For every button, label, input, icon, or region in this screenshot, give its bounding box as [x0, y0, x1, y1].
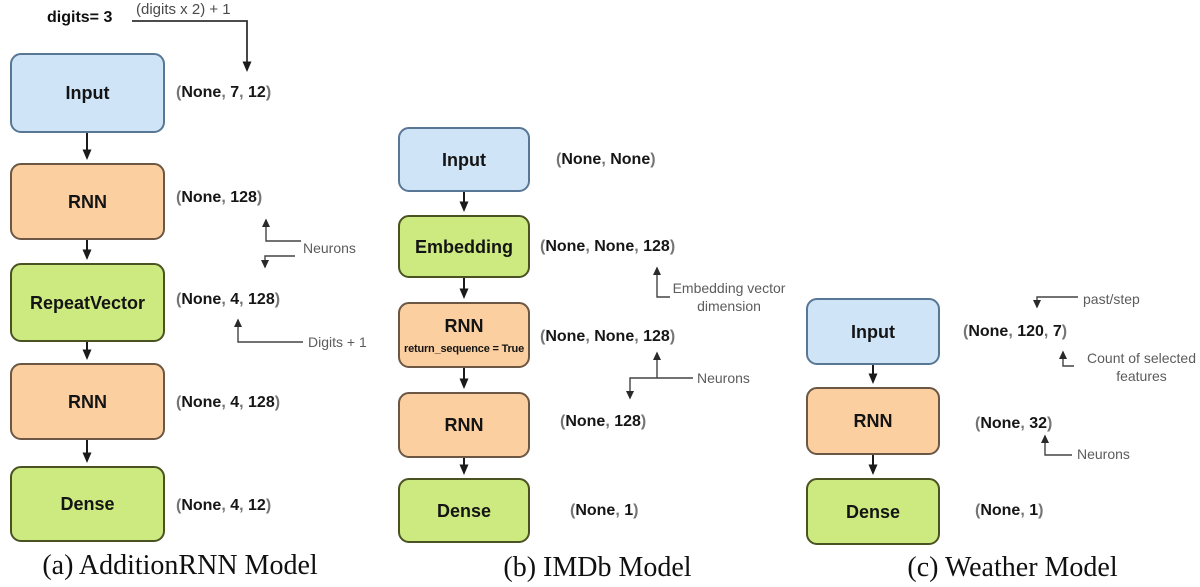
- layer-label: Dense: [60, 494, 115, 514]
- arrow-b-embedding-dim: [653, 266, 670, 298]
- layer-box-a-dense: Dense: [10, 466, 165, 542]
- layer-box-c-input: Input: [806, 298, 940, 365]
- layer-label: RNN: [444, 415, 484, 435]
- layer-label: RNN: [68, 391, 107, 412]
- layer-box-a-rnn1: RNN: [10, 163, 165, 240]
- layer-label: Input: [65, 83, 110, 103]
- shape-c-dense: (None, 1): [975, 502, 1044, 519]
- layer-label: Input: [442, 149, 486, 170]
- layer-label: RNN: [68, 191, 107, 212]
- digits-equals-label: digits= 3: [47, 9, 113, 26]
- shape-a-dense: (None, 4, 12): [176, 497, 272, 514]
- annotation-c-count-features: Count of selected features: [1083, 349, 1200, 385]
- layer-box-a-rnn2: RNN: [10, 363, 165, 440]
- layer-label: Input: [851, 321, 895, 342]
- arrow-c-neurons: [1041, 434, 1072, 456]
- digits-formula-label: (digits x 2) + 1: [136, 1, 231, 18]
- shape-a-rnn2: (None, 4, 128): [176, 394, 281, 411]
- layer-label: RepeatVector: [29, 292, 146, 313]
- annotation-c-neurons: Neurons: [1077, 446, 1130, 462]
- shape-c-rnn: (None, 32): [975, 415, 1053, 432]
- shape-a-input: (None, 7, 12): [176, 84, 272, 101]
- layer-label: RNN: [444, 315, 484, 336]
- layer-box-b-rnn2: RNN: [398, 392, 530, 458]
- arrow-digits-formula: [132, 20, 252, 72]
- shape-c-input: (None, 120, 7): [963, 323, 1068, 340]
- arrow-c-count-features: [1059, 350, 1074, 367]
- layer-sublabel-return-sequence: return_sequence = True: [403, 342, 524, 355]
- layer-box-b-rnn1: RNN return_sequence = True: [398, 302, 530, 368]
- layer-label: RNN: [853, 411, 893, 431]
- annotation-b-neurons: Neurons: [697, 370, 750, 386]
- shape-a-rnn1: (None, 128): [176, 189, 263, 206]
- arrow-a-neurons-up: [262, 218, 301, 242]
- layer-box-b-dense: Dense: [398, 478, 530, 543]
- caption-a: (a) AdditionRNN Model: [42, 550, 318, 581]
- annotation-line: Count of selected: [1087, 350, 1196, 366]
- annotation-b-embedding-dim: Embedding vector dimension: [666, 279, 792, 315]
- layer-label: Dense: [436, 500, 492, 521]
- arrow-b-neurons-down: [626, 377, 693, 400]
- layer-box-b-input: Input: [398, 127, 530, 192]
- annotation-a-neurons: Neurons: [303, 240, 356, 256]
- arrow-a-neurons-down: [261, 255, 295, 269]
- layer-box-b-embedding: Embedding: [398, 215, 530, 278]
- arrow-a-digits-plus-one: [234, 318, 303, 343]
- caption-c: (c) Weather Model: [907, 552, 1118, 583]
- shape-b-embedding: (None, None, 128): [540, 238, 676, 255]
- shape-b-rnn1: (None, None, 128): [540, 328, 676, 345]
- shape-b-input: (None, None): [556, 151, 656, 168]
- annotation-line: features: [1116, 368, 1167, 384]
- annotation-c-past-step: past/step: [1083, 291, 1140, 307]
- shape-b-dense: (None, 1): [570, 502, 639, 519]
- layer-box-c-rnn: RNN: [806, 387, 940, 455]
- layer-label: Embedding: [415, 236, 513, 257]
- layer-box-a-input: Input: [10, 53, 165, 133]
- annotation-line: dimension: [697, 298, 761, 314]
- shape-b-rnn2: (None, 128): [560, 413, 647, 430]
- annotation-a-digits-plus-one: Digits + 1: [308, 334, 367, 350]
- arrow-c-past-step: [1033, 296, 1078, 309]
- layer-label: Dense: [845, 501, 901, 522]
- shape-a-repeatvector: (None, 4, 128): [176, 291, 281, 308]
- annotation-line: Embedding vector: [672, 280, 786, 296]
- caption-b: (b) IMDb Model: [503, 552, 692, 583]
- layer-box-a-repeatvector: RepeatVector: [10, 263, 165, 342]
- layer-box-c-dense: Dense: [806, 478, 940, 545]
